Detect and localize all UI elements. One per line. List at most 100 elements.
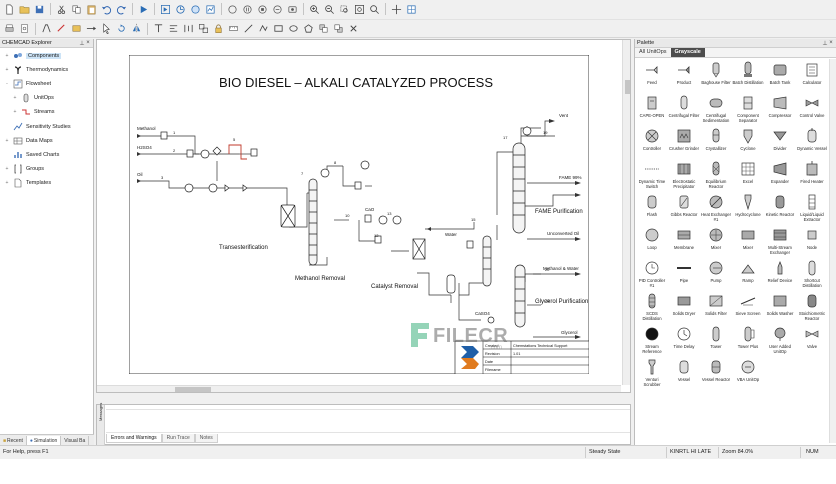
palette-item[interactable]: Batch Distillation bbox=[733, 61, 763, 94]
unit-operations[interactable] bbox=[160, 126, 532, 328]
palette-item[interactable]: Dynamic Time Switch bbox=[637, 160, 667, 193]
tree-item-thermodynamics[interactable]: + Thermodynamics bbox=[4, 64, 68, 76]
flowsheet-canvas[interactable]: BIO DIESEL – ALKALI CATALYZED PROCESS bbox=[96, 39, 631, 393]
text-tool-button[interactable] bbox=[151, 22, 165, 36]
tab-errors-and-warnings[interactable]: Errors and Warnings bbox=[106, 434, 162, 443]
zoom-out-button[interactable] bbox=[322, 2, 336, 16]
palette-item[interactable]: Mixer bbox=[701, 226, 731, 259]
palette-item[interactable]: Fired Heater bbox=[797, 160, 827, 193]
palette-item[interactable]: CAPE-OPEN bbox=[637, 94, 667, 127]
zoom-previous-button[interactable] bbox=[367, 2, 381, 16]
palette-item[interactable]: Calculator bbox=[797, 61, 827, 94]
palette-item[interactable]: Solids Dryer bbox=[669, 292, 699, 325]
send-back-button[interactable] bbox=[331, 22, 345, 36]
bring-front-button[interactable] bbox=[316, 22, 330, 36]
pin-icon[interactable]: ⊥ bbox=[79, 40, 85, 47]
palette-scrollbar[interactable] bbox=[829, 59, 836, 443]
palette-item[interactable]: Heat Exchanger #1 bbox=[701, 193, 731, 226]
tab-notes[interactable]: Notes bbox=[194, 434, 218, 443]
align-button[interactable] bbox=[166, 22, 180, 36]
tree-item-unitops[interactable]: + UnitOps bbox=[12, 92, 54, 104]
expand-icon[interactable]: + bbox=[13, 95, 17, 101]
reset-button[interactable] bbox=[270, 2, 284, 16]
ellipse-tool-button[interactable] bbox=[286, 22, 300, 36]
run-selected-button[interactable] bbox=[158, 2, 172, 16]
expand-icon[interactable]: + bbox=[5, 138, 9, 144]
vertical-scrollbar[interactable] bbox=[622, 40, 630, 385]
line-color-button[interactable] bbox=[54, 22, 68, 36]
tab-visual-basic[interactable]: Visual Ba bbox=[61, 436, 90, 445]
heat-exchanger-unit[interactable] bbox=[392, 215, 402, 225]
format-button[interactable] bbox=[39, 22, 53, 36]
palette-item[interactable]: Controller bbox=[637, 127, 667, 160]
expand-icon[interactable]: + bbox=[5, 53, 9, 59]
tab-grayscale[interactable]: Grayscale bbox=[670, 48, 705, 57]
close-icon[interactable]: × bbox=[829, 40, 833, 46]
palette-item[interactable]: Vessel bbox=[669, 358, 699, 391]
palette-item[interactable]: Ramp bbox=[733, 259, 763, 292]
palette-item[interactable]: Pump bbox=[701, 259, 731, 292]
pump-unit[interactable] bbox=[378, 215, 388, 225]
palette-item[interactable]: PID Controller #1 bbox=[637, 259, 667, 292]
tree-item-components[interactable]: + Components bbox=[4, 50, 62, 62]
group-button[interactable] bbox=[196, 22, 210, 36]
cut-button[interactable] bbox=[54, 2, 68, 16]
palette-item[interactable]: Vessel Reactor bbox=[701, 358, 731, 391]
palette-item[interactable]: SCDS Distillation bbox=[637, 292, 667, 325]
palette-item[interactable]: User Added UnitOp bbox=[765, 325, 795, 358]
mixer-unit[interactable] bbox=[466, 240, 474, 249]
tree-item-saved-charts[interactable]: Saved Charts bbox=[4, 149, 59, 161]
mixer-unit[interactable] bbox=[250, 148, 258, 157]
redo-button[interactable] bbox=[114, 2, 128, 16]
palette-item[interactable]: Batch Tank bbox=[765, 61, 795, 94]
mixer-unit[interactable] bbox=[160, 131, 168, 140]
pump-unit[interactable] bbox=[200, 149, 210, 159]
palette-item[interactable]: Sieve Screen bbox=[733, 292, 763, 325]
palette-item[interactable]: Product bbox=[669, 61, 699, 94]
pump-unit[interactable] bbox=[184, 183, 194, 193]
stop-button[interactable] bbox=[255, 2, 269, 16]
palette-item[interactable]: Multi-Stream Exchanger bbox=[765, 226, 795, 259]
palette-item[interactable]: Divider bbox=[765, 127, 795, 160]
palette-item[interactable]: Kinetic Reactor bbox=[765, 193, 795, 226]
palette-item[interactable]: Baghouse Filter bbox=[701, 61, 731, 94]
tree-item-groups[interactable]: + Groups bbox=[4, 163, 44, 175]
palette-item[interactable]: Liquid/Liquid Extractor bbox=[797, 193, 827, 226]
expand-icon[interactable]: + bbox=[5, 180, 9, 186]
horizontal-scrollbar[interactable] bbox=[97, 385, 621, 392]
rotate-button[interactable] bbox=[114, 22, 128, 36]
palette-item[interactable]: Venturi Scrubber bbox=[637, 358, 667, 391]
scrollbar-thumb[interactable] bbox=[175, 387, 211, 392]
step-button[interactable] bbox=[225, 2, 239, 16]
stream-tool-button[interactable] bbox=[84, 22, 98, 36]
tree-item-templates[interactable]: + Templates bbox=[4, 177, 51, 189]
print-button[interactable] bbox=[2, 22, 16, 36]
select-tool-button[interactable] bbox=[99, 22, 113, 36]
palette-item[interactable]: Dynamic Vessel bbox=[797, 127, 827, 160]
palette-item[interactable]: VBA UnitOp bbox=[733, 358, 763, 391]
zoom-fit-button[interactable] bbox=[352, 2, 366, 16]
palette-item[interactable]: Centrifugal Sedimentation bbox=[701, 94, 731, 127]
palette-item[interactable]: Loop bbox=[637, 226, 667, 259]
snapshot-button[interactable] bbox=[285, 2, 299, 16]
mixer-unit[interactable] bbox=[374, 235, 382, 244]
palette-item[interactable]: Equilibrium Reactor bbox=[701, 160, 731, 193]
palette-item[interactable]: Crystallizer bbox=[701, 127, 731, 160]
heat-exchanger-unit[interactable] bbox=[208, 183, 218, 193]
tab-recent[interactable]: ■Recent bbox=[0, 436, 27, 445]
pan-button[interactable] bbox=[389, 2, 403, 16]
palette-item[interactable]: Flash bbox=[637, 193, 667, 226]
pin-icon[interactable]: ⊥ bbox=[822, 40, 828, 47]
pump-unit[interactable] bbox=[360, 160, 370, 170]
polygon-tool-button[interactable] bbox=[301, 22, 315, 36]
paste-button[interactable] bbox=[84, 2, 98, 16]
palette-item[interactable]: Cyclone bbox=[733, 127, 763, 160]
undo-button[interactable] bbox=[99, 2, 113, 16]
scrollbar-thumb[interactable] bbox=[625, 80, 630, 94]
tree-item-flowsheet[interactable]: - Flowsheet bbox=[4, 78, 51, 90]
expand-icon[interactable]: + bbox=[13, 109, 17, 115]
palette-item[interactable]: Pipe bbox=[669, 259, 699, 292]
run-button[interactable] bbox=[136, 2, 150, 16]
decanter-unit[interactable] bbox=[446, 274, 456, 294]
palette-item[interactable]: Component Separator bbox=[733, 94, 763, 127]
